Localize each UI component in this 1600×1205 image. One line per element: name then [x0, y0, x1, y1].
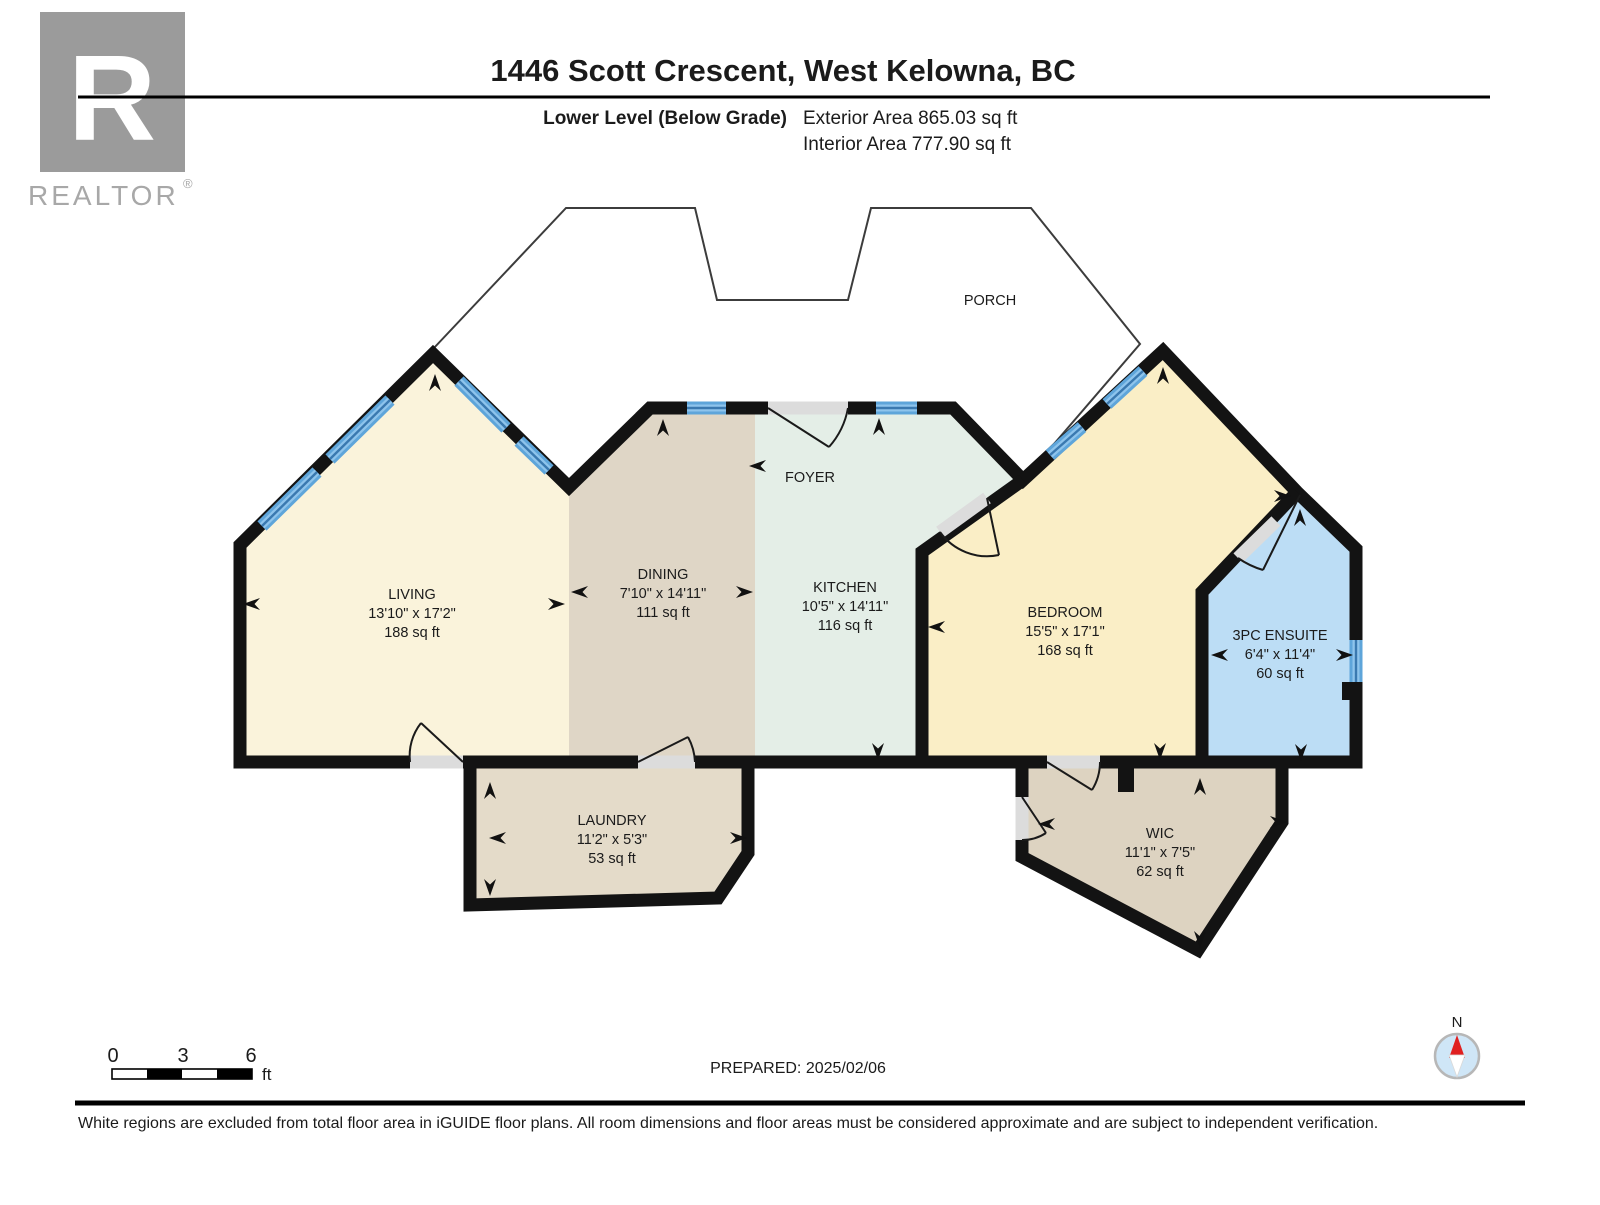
room-dims-living: 13'10" x 17'2"	[368, 606, 456, 622]
room-dims-wic: 11'1" x 7'5"	[1125, 845, 1195, 861]
realtor-logo-registered: ®	[183, 176, 193, 191]
windows-core	[261, 370, 1358, 682]
room-label-foyer: FOYER	[785, 470, 835, 486]
compass-north-needle-icon	[1449, 1035, 1465, 1058]
scale-bar-segment	[147, 1069, 182, 1079]
door-swing-bedroom	[939, 497, 1000, 558]
room-area-bedroom: 168 sq ft	[1037, 643, 1093, 659]
room-living-area	[240, 348, 569, 768]
level-label: Lower Level (Below Grade)	[543, 108, 787, 129]
room-labels: PORCH FOYER LIVING 13'10" x 17'2" 188 sq…	[368, 293, 1328, 880]
room-label-kitchen: KITCHEN	[813, 580, 877, 596]
room-label-ensuite: 3PC ENSUITE	[1232, 628, 1327, 644]
door-swing-wic-left	[1021, 796, 1047, 842]
floor-plan: PORCH FOYER LIVING 13'10" x 17'2" 188 sq…	[233, 207, 1363, 959]
room-laundry-area	[470, 762, 748, 905]
outer-wall	[233, 341, 1363, 769]
door-swing-wic-top	[1046, 761, 1101, 791]
laundry-wall	[463, 762, 755, 912]
scale-tick-0: 0	[107, 1045, 118, 1067]
door-swing-ensuite	[1237, 494, 1301, 571]
scale-bar-segment	[217, 1069, 252, 1079]
room-area-dining: 111 sq ft	[636, 605, 689, 621]
room-dims-kitchen: 10'5" x 14'11"	[802, 599, 889, 615]
prepared-date: PREPARED: 2025/02/06	[710, 1060, 886, 1077]
header: R REALTOR ® 1446 Scott Crescent, West Ke…	[28, 12, 1490, 211]
window-mullion	[518, 440, 550, 471]
room-area-living: 188 sq ft	[384, 625, 440, 641]
door-swings	[408, 407, 1301, 842]
door-swing-entry	[767, 407, 849, 448]
interior-area: Interior Area 777.90 sq ft	[803, 134, 1012, 155]
window-mullion	[329, 399, 391, 460]
wic-wall-stub	[1118, 768, 1134, 792]
door-gap-ensuite	[1233, 516, 1281, 563]
scale-bar: 0 3 6 ft	[107, 1045, 271, 1084]
room-area-kitchen: 116 sq ft	[818, 618, 873, 634]
room-area-wic: 62 sq ft	[1136, 864, 1184, 880]
room-label-dining: DINING	[638, 567, 689, 583]
window-mullion	[1106, 370, 1144, 405]
window-mullion	[1049, 426, 1083, 456]
room-dims-ensuite: 6'4" x 11'4"	[1245, 647, 1315, 663]
room-label-bedroom: BEDROOM	[1028, 605, 1103, 621]
compass-south-needle-icon	[1448, 1054, 1466, 1079]
room-label-wic: WIC	[1146, 826, 1174, 842]
disclaimer-text: White regions are excluded from total fl…	[78, 1115, 1378, 1132]
scale-tick-3: 3	[177, 1045, 188, 1067]
realtor-logo	[40, 12, 185, 172]
room-wic-area	[1022, 762, 1282, 950]
room-kitchen-area	[755, 408, 1023, 768]
exterior-area: Exterior Area 865.03 sq ft	[803, 108, 1018, 129]
room-bedroom-area	[922, 351, 1297, 768]
window-mullion	[261, 471, 318, 527]
room-dims-dining: 7'10" x 14'11"	[620, 586, 707, 602]
room-label-porch: PORCH	[964, 293, 1016, 309]
door-swing-laundry	[637, 736, 696, 763]
room-label-living: LIVING	[388, 587, 436, 603]
room-dims-bedroom: 15'5" x 17'1"	[1025, 624, 1105, 640]
room-dining-area	[569, 408, 755, 768]
room-dims-laundry: 11'2" x 5'3"	[577, 832, 647, 848]
compass: N	[1433, 1014, 1481, 1080]
room-ensuite-area	[1202, 492, 1356, 768]
ensuite-wall-notch	[1342, 682, 1358, 700]
compass-n-label: N	[1452, 1014, 1463, 1031]
room-label-laundry: LAUNDRY	[577, 813, 646, 829]
room-area-laundry: 53 sq ft	[588, 851, 636, 867]
window-mullion	[458, 380, 507, 429]
scale-unit: ft	[262, 1065, 272, 1084]
door-gaps	[410, 401, 1281, 840]
scale-tick-6: 6	[245, 1045, 256, 1067]
room-area-ensuite: 60 sq ft	[1256, 666, 1304, 682]
realtor-logo-word: REALTOR	[28, 180, 179, 211]
page-title: 1446 Scott Crescent, West Kelowna, BC	[490, 53, 1075, 88]
door-swing-living	[408, 722, 464, 763]
door-gap-bedroom	[936, 492, 991, 538]
